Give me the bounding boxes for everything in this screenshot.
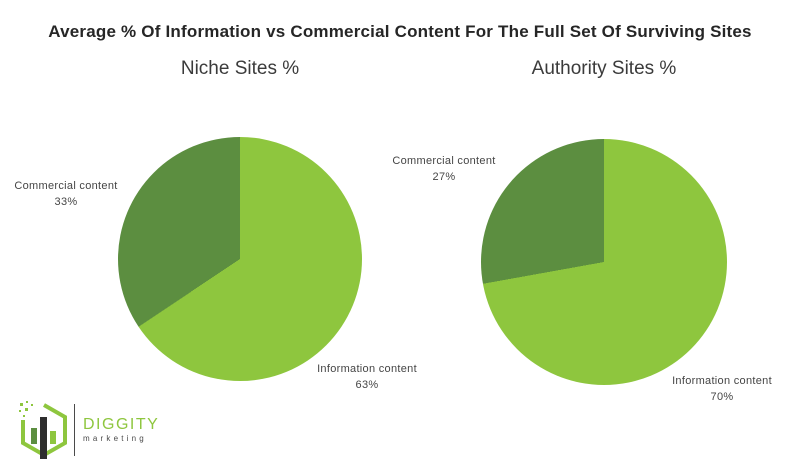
niche-information-slice-label: Information content 63% [297, 361, 437, 393]
authority-sites-pie-chart [481, 139, 727, 385]
slice-label-text: Information content [317, 363, 417, 375]
hexagon-shovel-logo-icon [18, 400, 70, 460]
slice-label-value: 63% [355, 379, 379, 391]
authority-commercial-slice-label: Commercial content 27% [374, 153, 514, 185]
logo-tagline: marketing [83, 434, 147, 443]
slice-label-value: 27% [432, 171, 456, 183]
logo-divider-line [74, 404, 75, 456]
logo-brand-name: DIGGITY [83, 416, 160, 433]
diggity-marketing-logo: DIGGITY marketing [18, 400, 159, 460]
niche-commercial-slice-label: Commercial content 33% [0, 178, 136, 210]
slice-label-text: Commercial content [392, 155, 496, 167]
logo-wordmark: DIGGITY marketing [83, 416, 159, 444]
authority-sites-pie-title: Authority Sites % [531, 58, 677, 79]
slice-label-text: Information content [672, 375, 772, 387]
slice-label-value: 33% [54, 196, 78, 208]
slice-label-value: 70% [710, 391, 734, 403]
slice-label-text: Commercial content [14, 180, 118, 192]
chart-main-title: Average % Of Information vs Commercial C… [48, 22, 752, 41]
niche-sites-pie-title: Niche Sites % [180, 58, 300, 79]
authority-information-slice-label: Information content 70% [652, 373, 792, 405]
niche-sites-pie-chart [118, 137, 362, 381]
